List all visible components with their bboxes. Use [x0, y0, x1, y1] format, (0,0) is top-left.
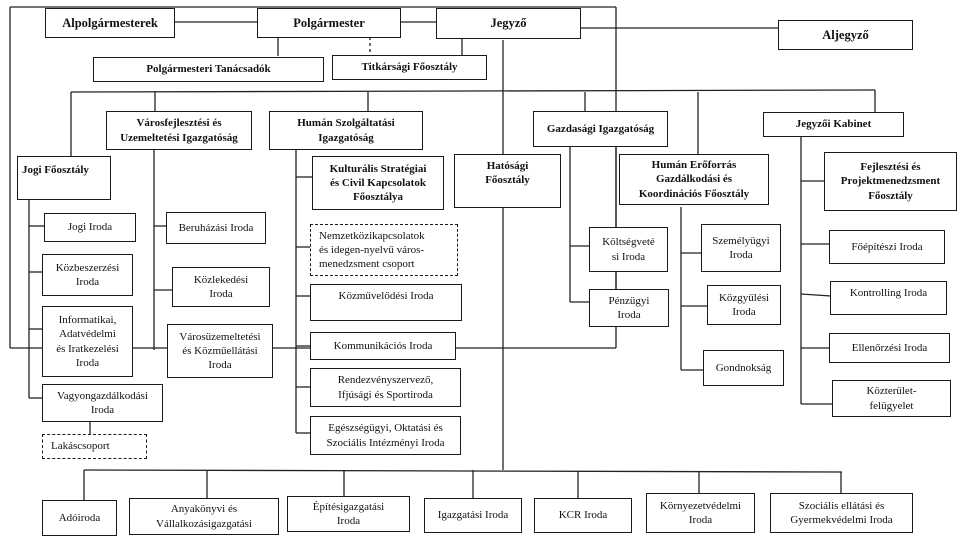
box-mayor-advisors[interactable]: Polgármesteri Tanácsadók: [93, 57, 324, 82]
box-authority-head[interactable]: Hatósági Főosztály: [454, 154, 561, 208]
box-human-services-unit[interactable]: Kommunikációs Iroda: [310, 332, 456, 360]
box-economic-head[interactable]: Gazdasági Igazgatóság: [533, 111, 668, 147]
box-hr-head[interactable]: Humán Erőforrás Gazdálkodási és Koordiná…: [619, 154, 769, 205]
box-urban-head[interactable]: Városfejlesztési és Uzemeltetési Igazgat…: [106, 111, 252, 150]
connector: [83, 469, 843, 473]
box-mayor[interactable]: Polgármester: [257, 8, 401, 38]
box-human-services-unit[interactable]: Egészségügyi, Oktatási és Szociális Inté…: [310, 416, 461, 455]
box-deputy-mayors[interactable]: Alpolgármesterek: [45, 8, 175, 38]
box-economic-unit[interactable]: Költségveté si Iroda: [589, 227, 668, 272]
box-authority-office[interactable]: Adóiroda: [42, 500, 117, 536]
box-human-services-head[interactable]: Humán Szolgáltatási Igazgatóság: [269, 111, 423, 150]
box-authority-office[interactable]: Szociális ellátási és Gyermekvédelmi Iro…: [770, 493, 913, 533]
box-authority-office[interactable]: Anyakönyvi és Vállalkozásigazgatási: [129, 498, 279, 535]
connector: [800, 293, 832, 297]
box-notary-cabinet-unit[interactable]: Közterület- felügyelet: [832, 380, 951, 417]
box-human-services-unit[interactable]: Kulturális Stratégiai és Civil Kapcsolat…: [312, 156, 444, 210]
box-hr-unit[interactable]: Közgyűlési Iroda: [707, 285, 781, 325]
box-authority-office[interactable]: Építésigazgatási Iroda: [287, 496, 410, 532]
box-hr-unit[interactable]: Gondnokság: [703, 350, 784, 386]
box-urban-unit[interactable]: Beruházási Iroda: [166, 212, 266, 244]
box-human-services-unit[interactable]: Rendezvényszervező, Ifjúsági és Sportiro…: [310, 368, 461, 407]
box-notary-cabinet-head[interactable]: Jegyzői Kabinet: [763, 112, 904, 137]
box-notary[interactable]: Jegyző: [436, 8, 581, 39]
box-human-services-unit[interactable]: Közművelődési Iroda: [310, 284, 462, 321]
box-legal-unit[interactable]: Vagyongazdálkodási Iroda: [42, 384, 163, 422]
box-notary-cabinet-unit[interactable]: Főépítészi Iroda: [829, 230, 945, 264]
box-legal-unit[interactable]: Jogi Iroda: [44, 213, 136, 242]
box-authority-office[interactable]: Igazgatási Iroda: [424, 498, 522, 533]
box-legal-unit[interactable]: Közbeszerzési Iroda: [42, 254, 133, 296]
box-authority-office[interactable]: KCR Iroda: [534, 498, 632, 533]
box-secretariat[interactable]: Titkársági Főosztály: [332, 55, 487, 80]
box-hr-unit[interactable]: Személyügyi Iroda: [701, 224, 781, 272]
box-legal-subgroup[interactable]: Lakáscsoport: [42, 434, 147, 459]
box-economic-unit[interactable]: Pénzügyi Iroda: [589, 289, 669, 327]
connector: [70, 89, 876, 93]
box-notary-cabinet-unit[interactable]: Fejlesztési és Projektmenedzsment Főoszt…: [824, 152, 957, 211]
box-urban-unit[interactable]: Városüzemeltetési és Közműellátási Iroda: [167, 324, 273, 378]
box-urban-unit[interactable]: Közlekedési Iroda: [172, 267, 270, 307]
box-legal-unit[interactable]: Informatikai, Adatvédelmi és Iratkezelés…: [42, 306, 133, 377]
box-notary-cabinet-unit[interactable]: Kontrolling Iroda: [830, 281, 947, 315]
box-legal-head[interactable]: Jogi Főosztály: [17, 156, 111, 200]
box-deputy-notary[interactable]: Aljegyző: [778, 20, 913, 50]
box-notary-cabinet-unit[interactable]: Ellenőrzési Iroda: [829, 333, 950, 363]
box-human-services-unit[interactable]: Nemzetközikapcsolatok és idegen-nyelvű v…: [310, 224, 458, 276]
box-authority-office[interactable]: Környezetvédelmi Iroda: [646, 493, 755, 533]
